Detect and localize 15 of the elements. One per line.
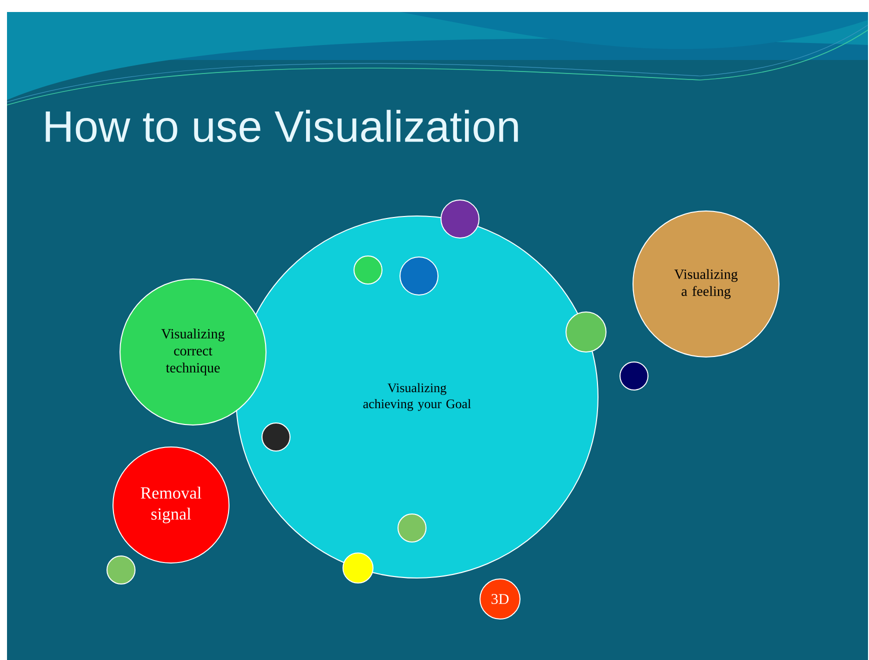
bubble (400, 256, 438, 296)
bubble (262, 422, 290, 452)
bubble (398, 514, 426, 542)
text-bubble: Visualizing correct technique (120, 278, 266, 426)
bubble (566, 312, 606, 352)
bubble (106, 556, 136, 584)
text-bubble: 3D (480, 578, 520, 620)
text-bubble: Visualizing a feeling (632, 210, 780, 358)
text-bubble: Visualizing achieving your Goal (236, 216, 598, 578)
text-bubble: Removal signal (112, 446, 230, 564)
slide-title: How to use Visualization (46, 110, 518, 142)
bubble (342, 552, 374, 584)
bubble (440, 200, 480, 238)
bubble (354, 256, 382, 284)
bubble (620, 362, 648, 390)
